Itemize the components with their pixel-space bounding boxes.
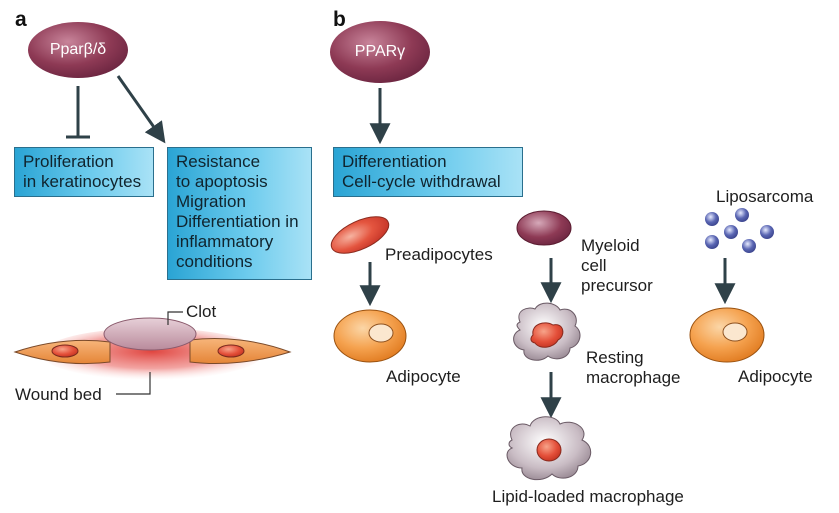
activation-arrow-a: [116, 75, 166, 144]
adipocyte-right-nucleus: [722, 322, 748, 342]
liposarcoma-cell: [705, 235, 719, 249]
resistance-box: Resistance to apoptosis Migration Differ…: [167, 147, 312, 280]
resistance-box-line: Migration: [176, 192, 246, 211]
resistance-box-line: conditions: [176, 252, 253, 271]
ppar-beta-delta-label: Pparβ/δ: [49, 41, 107, 58]
clot-leader: [167, 311, 183, 325]
ppar-beta-delta-ellipse: [28, 22, 128, 78]
adipocyte-right-label: Adipocyte: [738, 367, 813, 386]
liposarcoma-cell: [760, 225, 774, 239]
lipid-loaded-macrophage-nucleus: [536, 438, 562, 462]
ppar-gamma-ellipse: [330, 21, 430, 83]
clot-label: Clot: [186, 302, 217, 321]
adipocyte-left-nucleus: [368, 323, 394, 343]
myeloid-precursor-label: Myeloid cell precursor: [581, 236, 653, 296]
proliferation-box-line: Proliferation: [23, 152, 114, 171]
resistance-box-line: Resistance: [176, 152, 261, 171]
myeloid-line: Myeloid: [581, 236, 640, 255]
myeloid-line: precursor: [581, 276, 653, 295]
lipid-loaded-macrophage-label: Lipid-loaded macrophage: [492, 487, 684, 506]
myeloid-line: cell: [581, 256, 607, 275]
proliferation-box-line: in keratinocytes: [23, 172, 142, 191]
keratinocyte-left-nucleus: [51, 344, 79, 358]
wound-bed-leader: [116, 372, 151, 395]
clot-shape: [103, 317, 197, 351]
wound-bed-label: Wound bed: [15, 385, 102, 404]
panel-a-label: a: [15, 8, 27, 31]
liposarcoma-cell: [705, 212, 719, 226]
resting-macrophage-label: Resting macrophage: [586, 348, 681, 388]
preadipocyte-cell: [330, 216, 390, 254]
myeloid-precursor-cell: [516, 210, 572, 246]
resistance-box-line: to apoptosis: [176, 172, 268, 191]
liposarcoma-cell: [742, 239, 756, 253]
resting-macrophage-nucleus: [530, 322, 564, 348]
ppar-gamma-label: PPARγ: [354, 43, 406, 60]
panel-b-label: b: [333, 8, 346, 31]
differentiation-box: Differentiation Cell-cycle withdrawal: [333, 147, 523, 197]
adipocyte-left-label: Adipocyte: [386, 367, 461, 386]
resistance-box-line: Differentiation in: [176, 212, 299, 231]
liposarcoma-cells: [705, 208, 774, 253]
resting-line: Resting: [586, 348, 644, 367]
proliferation-box: Proliferation in keratinocytes: [14, 147, 154, 197]
liposarcoma-label: Liposarcoma: [716, 187, 814, 206]
liposarcoma-cell: [735, 208, 749, 222]
resting-line: macrophage: [586, 368, 681, 387]
keratinocyte-right-nucleus: [217, 344, 245, 358]
resistance-box-line: inflammatory: [176, 232, 274, 251]
preadipocytes-label: Preadipocytes: [385, 245, 493, 264]
differentiation-box-line: Cell-cycle withdrawal: [342, 172, 501, 191]
liposarcoma-cell: [724, 225, 738, 239]
differentiation-box-line: Differentiation: [342, 152, 447, 171]
